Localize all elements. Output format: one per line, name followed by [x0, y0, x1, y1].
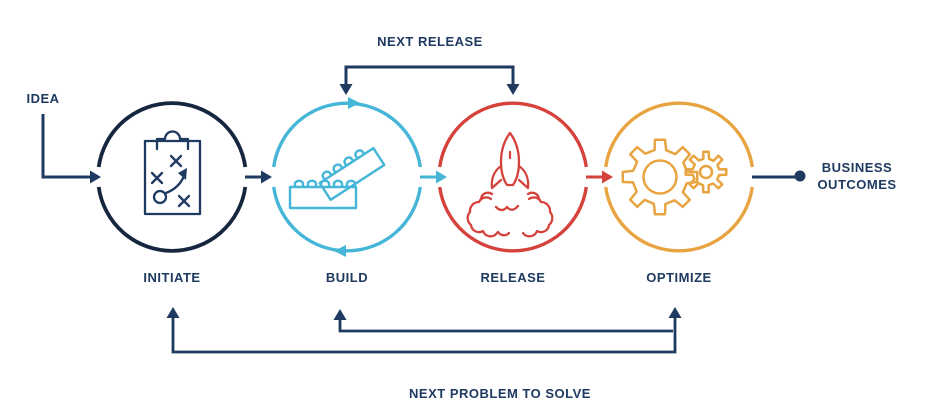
gears-icon — [621, 138, 728, 216]
initiate-to-build-arrow — [245, 170, 272, 184]
build-cycle-arrow-top — [348, 97, 360, 109]
idea-arrow — [41, 114, 101, 184]
release-circle — [438, 101, 588, 253]
lego-bricks-icon — [288, 146, 386, 210]
stage-label-release: RELEASE — [480, 270, 546, 285]
next-problem-loop — [166, 307, 682, 354]
stage-label-optimize: OPTIMIZE — [646, 270, 712, 285]
large-gear-hole — [642, 159, 678, 195]
optimize-to-outcomes-connector — [752, 170, 806, 182]
stage-label-build: BUILD — [325, 270, 369, 285]
build-cycle-arrow-bottom — [334, 245, 346, 257]
next-problem-to-solve-label: NEXT PROBLEM TO SOLVE — [409, 386, 591, 401]
rocket-launch-icon — [466, 131, 554, 238]
next-release-label: NEXT RELEASE — [377, 34, 483, 49]
clipboard-strategy-icon — [143, 130, 202, 216]
initiate-circle — [96, 101, 248, 253]
optimize-circle — [604, 101, 754, 253]
business-outcomes-label: BUSINESS OUTCOMES — [817, 160, 897, 192]
small-gear-hole — [698, 164, 714, 180]
stage-label-initiate: INITIATE — [143, 270, 201, 285]
large-gear — [621, 138, 699, 216]
release-to-optimize-arrow — [586, 170, 613, 184]
build-to-release-arrow — [420, 170, 447, 184]
small-gear — [684, 150, 728, 194]
idea-label: IDEA — [26, 91, 60, 106]
build-circle — [272, 101, 422, 253]
clipboard-arrow-tip — [178, 168, 187, 180]
next-release-loop — [339, 65, 520, 95]
outcome-endpoint-dot — [794, 170, 806, 182]
